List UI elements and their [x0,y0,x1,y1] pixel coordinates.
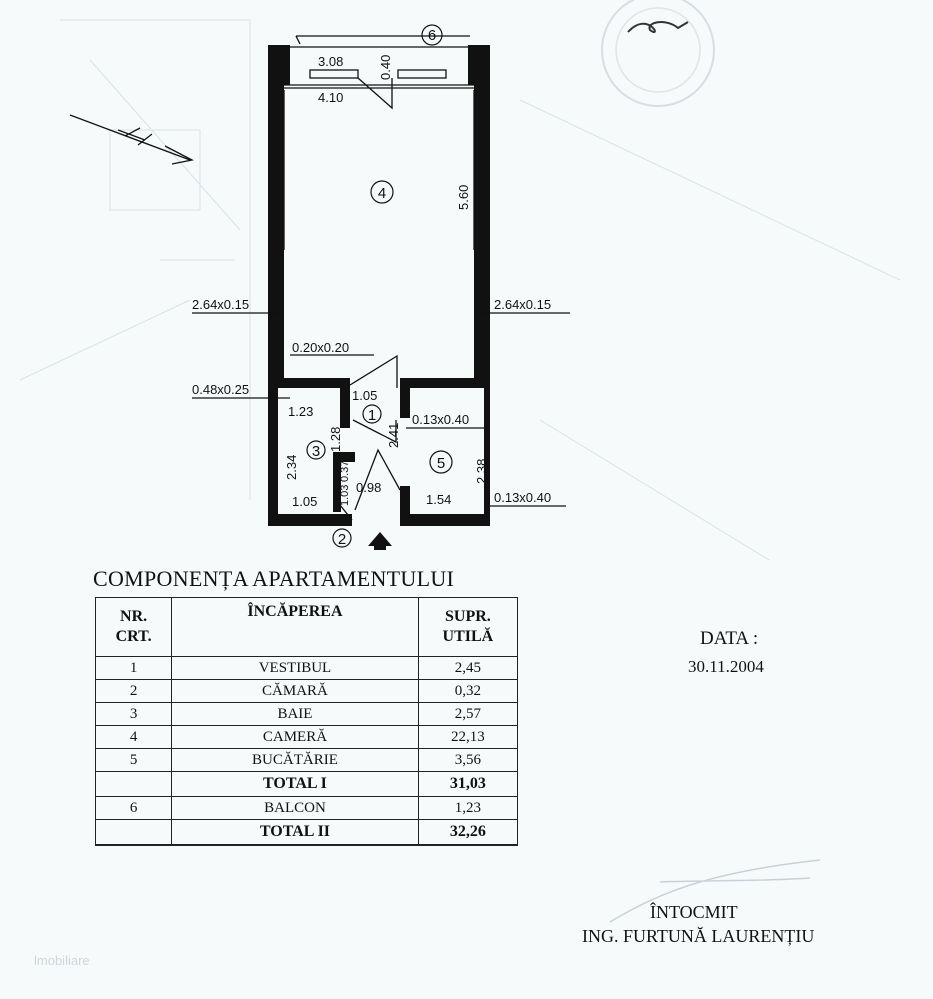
header-room: ÎNCĂPEREA [171,597,419,657]
dim-vestibul-height: 2.41 [386,423,401,448]
walls [268,45,490,526]
author-label: ÎNTOCMIT [650,902,738,922]
dim-door-left: 0.48x0.25 [192,382,249,397]
header-area: SUPR. UTILĂ [417,597,519,657]
watermark: lmobiliare [34,953,90,968]
dim-bath-top: 1.23 [288,404,313,419]
dim-vestibul-width: 1.05 [352,388,377,403]
author-name: ING. FURTUNĂ LAURENȚIU [582,926,815,946]
room-number-circles [306,24,453,548]
row-nr: 4 [94,725,173,749]
row-nr: 2 [94,679,173,703]
header-nr-line1: NR. [120,608,148,625]
dim-room4-height: 5.60 [456,185,471,210]
dim-balcony-outer: 4.10 [318,90,343,105]
header-nr: NR. CRT. [94,597,173,657]
dim-bath-inner: 1.28 [328,427,343,452]
room-number-2: 2 [338,531,346,548]
row-room: BAIE [171,702,419,726]
room-number-4: 4 [378,185,386,202]
header-area-line2: UTILĂ [442,628,494,645]
room-number-5: 5 [437,455,445,472]
total1-nr [94,771,173,797]
table-title: COMPONENȚA APARTAMENTULUI [93,566,455,591]
row-room: CAMERĂ [171,725,419,749]
row-area: 2,57 [417,702,519,726]
row-room: CĂMARĂ [171,679,419,703]
total1-area: 31,03 [417,771,519,797]
header-nr-line2: CRT. [115,628,152,645]
row-nr: 1 [94,656,173,680]
dim-kitchen-top-opening: 0.13x0.40 [412,412,469,427]
table-header-row: NR. CRT. ÎNCĂPEREA SUPR. UTILĂ [94,597,519,657]
total2-label: TOTAL II [171,819,419,846]
balcony-row: 6 BALCON 1,23 [94,796,519,820]
dim-storage-h: 1.03 [339,485,351,506]
openings [192,35,570,521]
row-area: 0,32 [417,679,519,703]
row-room: BUCĂTĂRIE [171,748,419,772]
floor-plan: 6 4 1 3 5 2 3.08 4.10 0.40 5.60 2.64x0.1… [19,19,901,560]
row-area: 2,45 [417,656,519,680]
date-value: 30.11.2004 [688,657,764,676]
dim-bath-height: 2.34 [284,455,299,480]
total1-row: TOTAL I 31,03 [94,771,519,797]
north-arrow-icon [69,114,194,165]
header-area-line1: SUPR. [444,608,491,625]
dim-left-window: 2.64x0.15 [192,297,249,312]
table-row: 2 CĂMARĂ 0,32 [94,679,519,703]
total1-label: TOTAL I [171,771,419,797]
table-row: 3 BAIE 2,57 [94,702,519,726]
row-area: 22,13 [417,725,519,749]
balcony-area: 1,23 [417,796,519,820]
room-number-1: 1 [368,407,376,424]
room-number-6: 6 [428,27,436,44]
balcony-room: BALCON [171,796,419,820]
table-row: 1 VESTIBUL 2,45 [94,656,519,680]
room-number-3: 3 [312,443,320,460]
total2-area: 32,26 [417,819,519,846]
dim-bath-bottom: 1.05 [292,494,317,509]
row-nr: 3 [94,702,173,726]
rooms-table: NR. CRT. ÎNCĂPEREA SUPR. UTILĂ 1 VESTIBU… [94,597,519,846]
total2-row: TOTAL II 32,26 [94,819,519,846]
dim-right-window: 2.64x0.15 [494,297,551,312]
total2-nr [94,819,173,846]
background-linework [19,19,901,560]
table-row: 5 BUCĂTĂRIE 3,56 [94,748,519,772]
dim-balcony-depth: 0.40 [378,55,393,80]
row-area: 3,56 [417,748,519,772]
dim-kitchen-bottom-opening: 0.13x0.40 [494,490,551,505]
row-room: VESTIBUL [171,656,419,680]
dim-storage-w: 0.37 [339,461,351,482]
dim-kitchen-height: 2.38 [474,459,489,484]
dim-pillar: 0.20x0.20 [292,340,349,355]
stamp-seal-icon [601,0,715,107]
balcony-nr: 6 [94,796,173,820]
entrance-arrow-icon [368,532,392,550]
signature-icon [609,859,821,923]
date-label: DATA : [700,628,759,649]
dim-storage-diag: 0.98 [356,480,381,495]
row-nr: 5 [94,748,173,772]
table-row: 4 CAMERĂ 22,13 [94,725,519,749]
dim-kitchen-width: 1.54 [426,492,451,507]
dim-balcony-inner: 3.08 [318,54,343,69]
